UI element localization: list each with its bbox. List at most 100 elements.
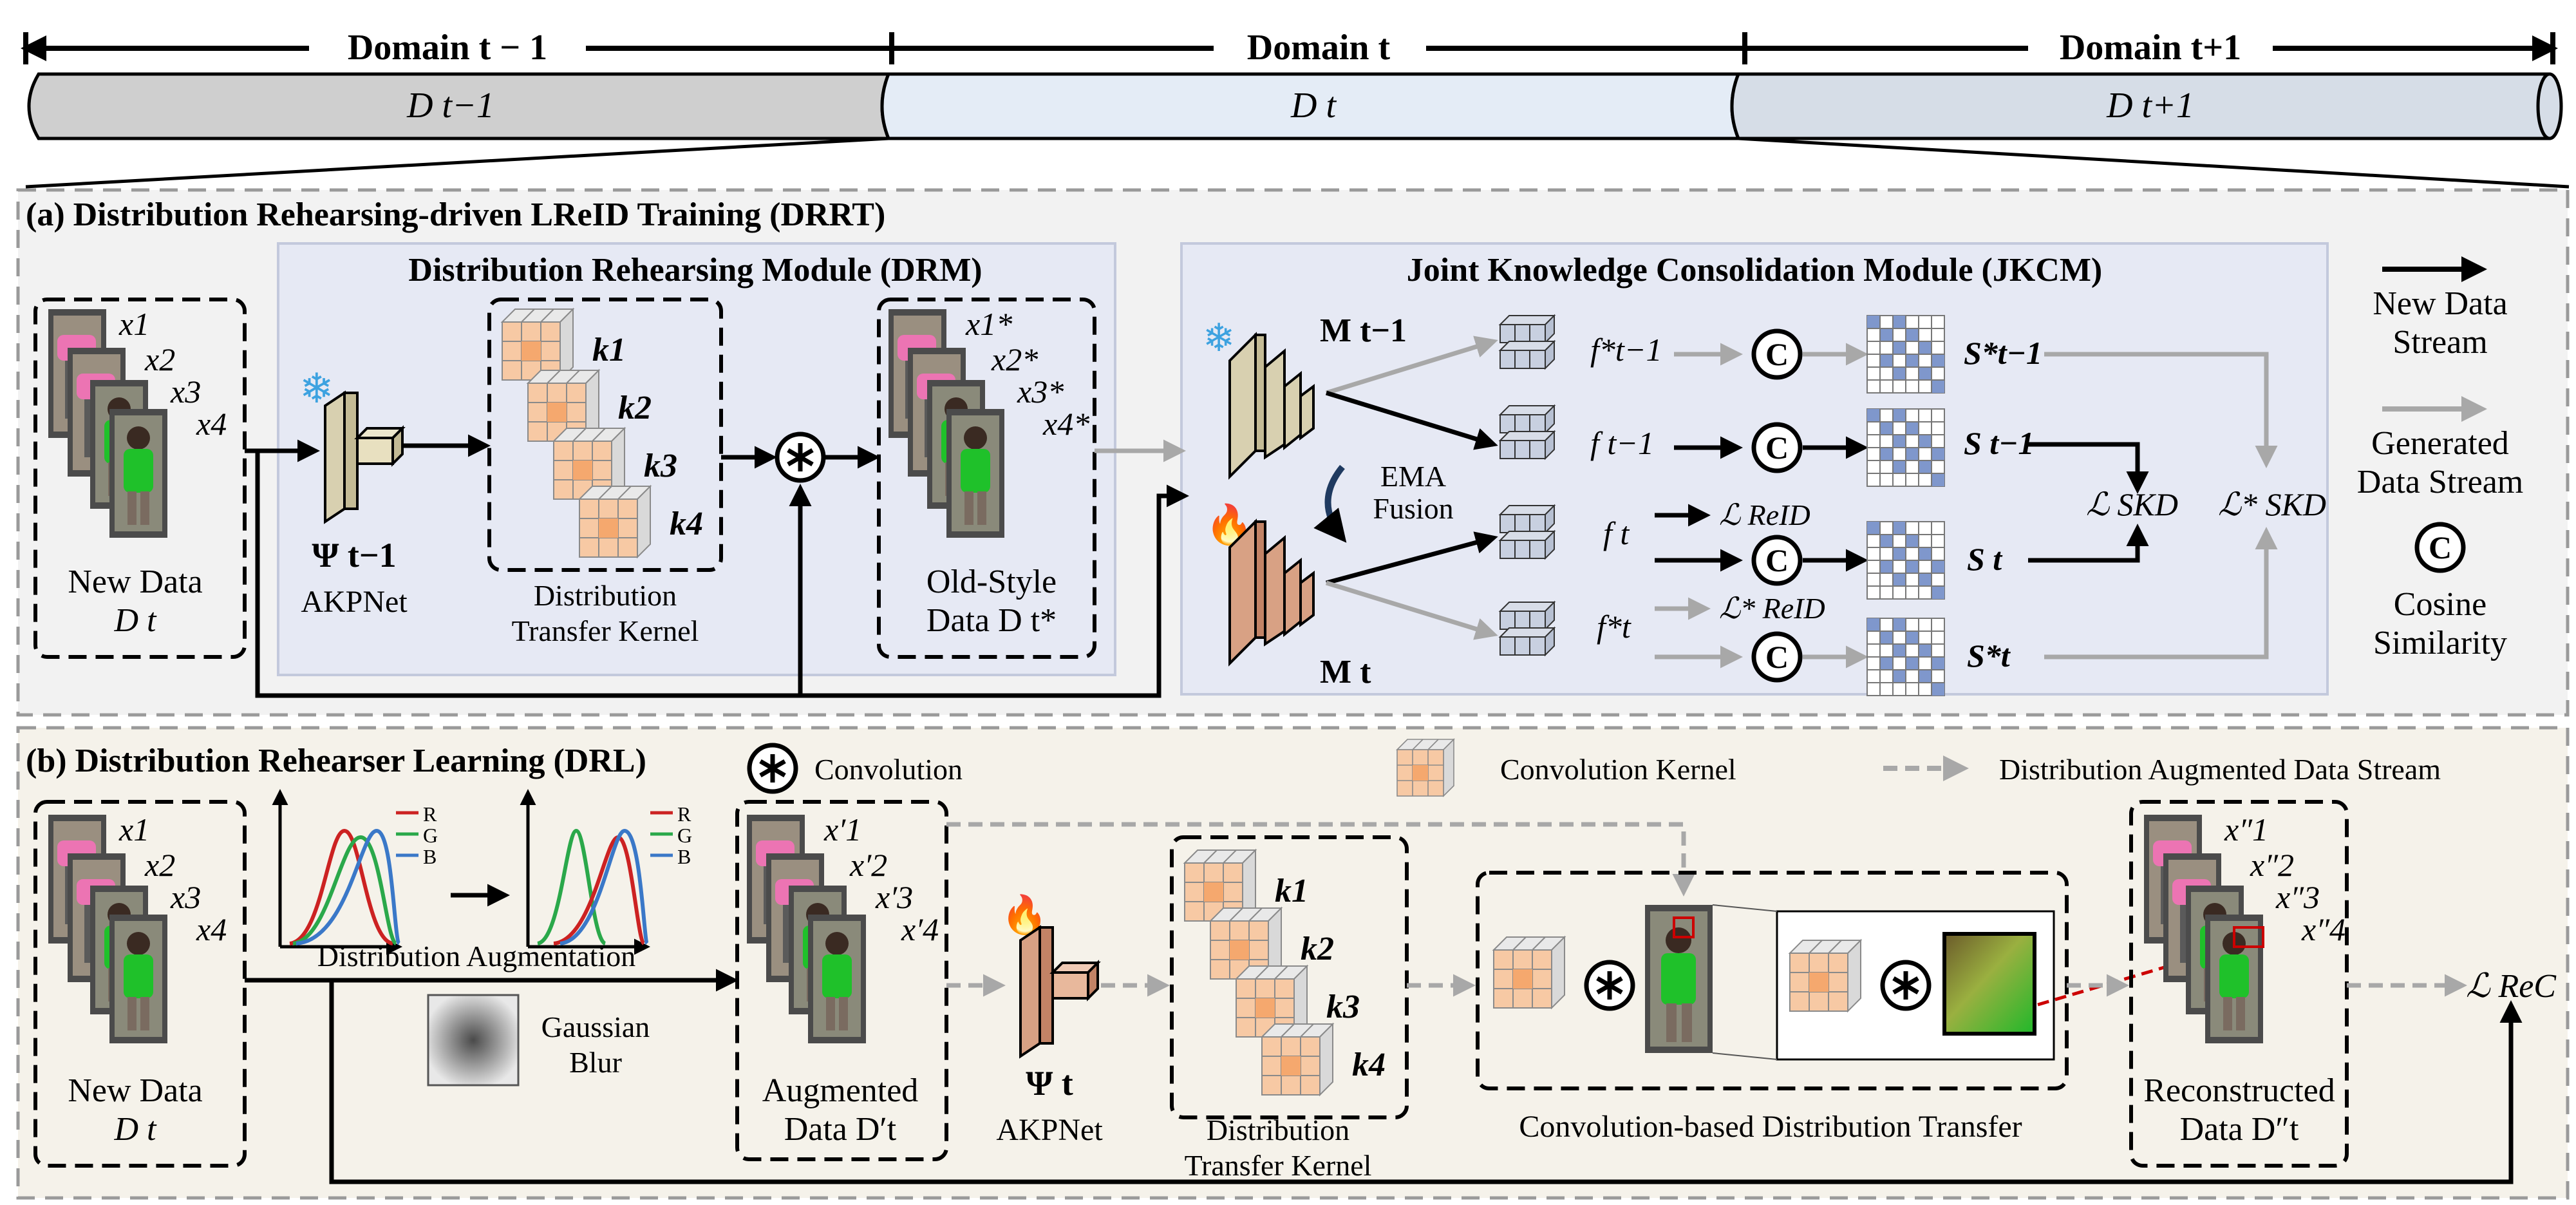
kernel-k4-a: k4 — [670, 506, 703, 542]
domain-next-data: D t+1 — [2106, 86, 2194, 126]
rec-input-x1: x″1 — [2224, 811, 2268, 848]
model-cur: 🔥 — [1205, 502, 1315, 667]
akpnet-symbol-a: Ψ t−1 — [312, 536, 396, 574]
dist-aug-label: Distribution Augmentation — [317, 940, 635, 973]
old-input-x2: x2* — [991, 341, 1038, 377]
panel-a-title: (a) Distribution Rehearsing-driven LReID… — [26, 196, 885, 233]
new-data-sub-b: D t — [114, 1111, 158, 1148]
domain-cur-data: D t — [1290, 86, 1337, 126]
histogram-before: R G B — [272, 789, 438, 955]
sim-grid-2 — [1866, 408, 1945, 487]
gaussian-label-1: Gaussian — [541, 1010, 650, 1043]
feat-label-1: f*t−1 — [1590, 332, 1662, 368]
new-data-box-b — [33, 800, 247, 1168]
cosine-icon-2: C — [1754, 424, 1800, 471]
svg-text:C: C — [1765, 542, 1789, 578]
augmented-sub: Data D′t — [784, 1111, 897, 1148]
patch-zoom — [1942, 932, 2036, 1036]
legend-new-stream-2: Stream — [2393, 324, 2487, 361]
kernel-label-a-2: Transfer Kernel — [512, 614, 699, 647]
old-style-sub: Data D t* — [926, 602, 1057, 639]
panel-a: (a) Distribution Rehearsing-driven LReID… — [16, 188, 2570, 717]
conv-icon-b2 — [1883, 962, 1929, 1009]
drm-title: Distribution Rehearsing Module (DRM) — [408, 252, 982, 289]
augmented-box — [735, 800, 948, 1161]
legend-g-2: G — [677, 824, 692, 847]
loss-rec: ℒ ReC — [2466, 968, 2557, 1005]
kernel-k4-b: k4 — [1352, 1047, 1386, 1083]
feature-1 — [1500, 315, 1555, 343]
model-cur-label: M t — [1320, 654, 1371, 690]
legend-g-1: G — [423, 824, 438, 847]
convolution-icon-a — [777, 434, 823, 480]
legend-aug-stream: Distribution Augmented Data Stream — [1999, 753, 2441, 786]
kernel-k1-a: k1 — [592, 332, 626, 368]
cosine-icon-1: C — [1754, 331, 1800, 377]
domain-next-header: Domain t+1 — [2060, 28, 2241, 68]
old-style-label: Old-Style — [926, 564, 1057, 600]
legend-new-stream-1: New Data — [2373, 285, 2507, 322]
legend-conv-kernel: Convolution Kernel — [1500, 753, 1736, 786]
aug-input-x4: x′4 — [901, 911, 939, 947]
svg-text:C: C — [1765, 336, 1789, 372]
svg-text:C: C — [1765, 430, 1789, 466]
aug-input-x1: x′1 — [823, 811, 861, 848]
sim-grid-1 — [1866, 315, 1945, 394]
ema-label-1: EMA — [1380, 460, 1446, 493]
svg-text:C: C — [1765, 639, 1789, 675]
gaussian-blur-icon — [427, 994, 520, 1086]
akpnet-label-b: AKPNet — [996, 1113, 1103, 1147]
kernel-k2-b: k2 — [1301, 931, 1334, 967]
b-input-x1: x1 — [118, 811, 149, 848]
sim-label-3: S t — [1967, 541, 2003, 577]
kernel-label-b-1: Distribution — [1207, 1114, 1349, 1146]
rec-input-x2: x″2 — [2250, 847, 2294, 883]
feat-label-3: f t — [1603, 515, 1630, 551]
akpnet-trainable: 🔥 — [1001, 893, 1101, 1059]
kernel-k3-a: k3 — [644, 448, 677, 484]
input-x4: x4 — [196, 406, 227, 442]
rec-input-x3: x″3 — [2275, 879, 2320, 915]
legend-convolution: Convolution — [814, 753, 963, 786]
augmented-label: Augmented — [762, 1072, 919, 1109]
ema-label-2: Fusion — [1373, 492, 1453, 525]
kernel-label-a-1: Distribution — [534, 579, 677, 612]
panel-b: (b) Distribution Rehearser Learning (DRL… — [16, 726, 2570, 1200]
domain-prev-header: Domain t − 1 — [348, 28, 547, 68]
timeline: Domain t − 1 Domain t Domain t+1 D t−1 D… — [21, 28, 2570, 189]
legend-b-2: B — [677, 845, 691, 868]
legend-kernel-icon — [1396, 739, 1454, 797]
old-input-x1: x1* — [965, 306, 1012, 342]
feature-4 — [1500, 602, 1555, 630]
gaussian-label-2: Blur — [569, 1046, 622, 1079]
kernel-k1-b: k1 — [1275, 873, 1308, 909]
input-x2: x2 — [144, 341, 175, 377]
feat-label-4: f*t — [1597, 609, 1631, 645]
ema-arrow — [1313, 464, 1347, 543]
sim-grid-3 — [1866, 521, 1945, 600]
snowflake-icon-2: ❄ — [1203, 317, 1235, 359]
conv-icon-b1 — [1586, 962, 1633, 1009]
new-data-sub-a: D t — [114, 602, 158, 639]
aug-input-x3: x′3 — [875, 879, 913, 915]
panel-b-title: (b) Distribution Rehearser Learning (DRL… — [26, 743, 646, 779]
old-input-x4: x4* — [1042, 406, 1089, 442]
legend-r-2: R — [677, 802, 691, 826]
new-data-box-a — [33, 298, 247, 659]
legend-b-1: B — [423, 845, 437, 868]
histogram-after: R G B — [520, 789, 692, 955]
reconstructed-label: Reconstructed — [2143, 1072, 2335, 1109]
b-input-x2: x2 — [144, 847, 175, 883]
domain-cur-header: Domain t — [1247, 28, 1391, 68]
reconstructed-sub: Data D″t — [2180, 1111, 2299, 1148]
conv-transfer-label: Convolution-based Distribution Transfer — [1519, 1110, 2022, 1144]
jkcm-module — [1180, 242, 2329, 696]
old-input-x3: x3* — [1017, 374, 1064, 410]
new-data-label-a: New Data — [68, 564, 202, 600]
domain-prev-data: D t−1 — [406, 86, 494, 126]
legend-r-1: R — [423, 802, 437, 826]
cosine-icon-4: C — [1754, 634, 1800, 680]
jkcm-title: Joint Knowledge Consolidation Module (JK… — [1407, 252, 2103, 289]
loss-skd-star: ℒ* SKD — [2218, 486, 2326, 522]
